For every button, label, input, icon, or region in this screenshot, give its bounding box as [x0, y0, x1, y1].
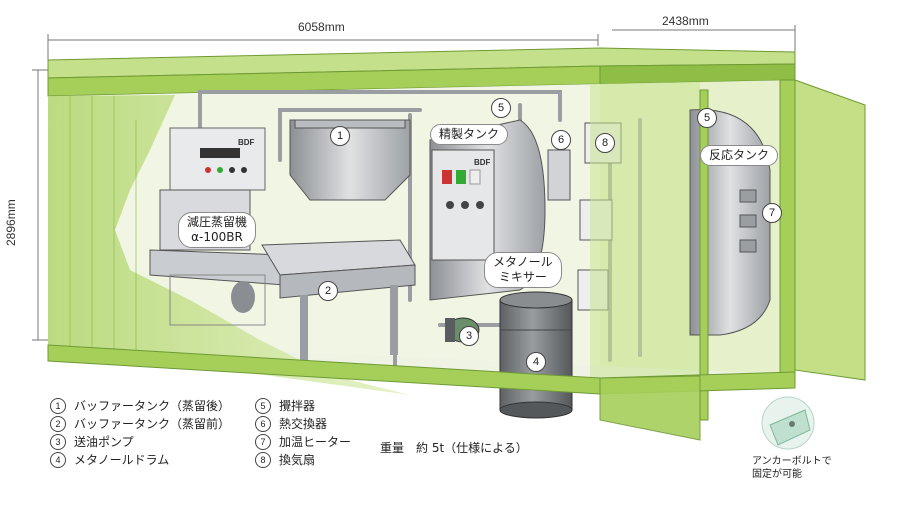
- legend-label: バッファータンク（蒸留前）: [74, 417, 231, 431]
- legend-item: 4 メタノールドラム: [50, 451, 230, 469]
- container-roof: [47, 47, 796, 97]
- marker-6: 6: [551, 130, 571, 150]
- anchor-bolt-note: アンカーボルトで 固定が可能: [752, 455, 832, 481]
- legend-label: 換気扇: [279, 453, 316, 467]
- legend-item: 6 熱交換器: [255, 415, 351, 433]
- left-wall-cutaway: [48, 95, 410, 395]
- methanol-mixer-line1: メタノール: [493, 255, 553, 269]
- anchor-note-line2: 固定が可能: [752, 469, 802, 480]
- marker-2: 2: [318, 281, 338, 301]
- weight-note: 重量 約 5t（仕様による）: [380, 441, 528, 455]
- anchor-note-line1: アンカーボルトで: [752, 456, 832, 467]
- width-dimension: 2438mm: [662, 14, 709, 28]
- buffer-tank-2: [261, 239, 416, 365]
- legend-left: 1 バッファータンク（蒸留後） 2 バッファータンク（蒸留前） 3 送油ポンプ …: [50, 397, 230, 469]
- distiller-name: 減圧蒸留機: [187, 215, 248, 229]
- legend-number: 6: [255, 416, 271, 432]
- marker-7: 7: [762, 203, 782, 223]
- legend-number: 7: [255, 434, 271, 450]
- distiller-panel-logo: BDF: [238, 138, 255, 147]
- length-dimension: 6058mm: [298, 20, 345, 34]
- legend-number: 4: [50, 452, 66, 468]
- marker-5-reaction: 5: [697, 108, 717, 128]
- heat-exchanger: [547, 149, 571, 201]
- methanol-mixer-line2: ミキサー: [498, 270, 547, 284]
- legend-label: 加温ヒーター: [279, 435, 352, 449]
- anchor-bolt-detail: [761, 396, 815, 450]
- legend-item: 7 加温ヒーター: [255, 433, 351, 451]
- legend-label: 送油ポンプ: [74, 435, 134, 449]
- legend-number: 5: [255, 398, 271, 414]
- legend-label: 攪拌器: [279, 399, 316, 413]
- right-wall-cutaway: [590, 82, 700, 380]
- methanol-mixer-callout: メタノール ミキサー: [484, 252, 562, 288]
- legend-number: 2: [50, 416, 66, 432]
- height-dimension: 2896mm: [4, 199, 18, 246]
- legend-number: 1: [50, 398, 66, 414]
- distiller-control-panel: [169, 127, 266, 191]
- refine-tank-callout: 精製タンク: [430, 124, 509, 145]
- distiller-callout: 減圧蒸留機 α-100BR: [178, 212, 257, 248]
- marker-3: 3: [459, 326, 479, 346]
- legend-label: 熱交換器: [279, 417, 328, 431]
- marker-5-mixer: 5: [491, 98, 511, 118]
- legend-label: バッファータンク（蒸留後）: [74, 399, 231, 413]
- marker-8: 8: [595, 133, 615, 153]
- marker-1: 1: [330, 126, 350, 146]
- marker-4: 4: [526, 352, 546, 372]
- legend-item: 5 攪拌器: [255, 397, 351, 415]
- container-base: [47, 344, 796, 441]
- distiller-model: α-100BR: [191, 230, 243, 244]
- legend-number: 8: [255, 452, 271, 468]
- legend-item: 2 バッファータンク（蒸留前）: [50, 415, 230, 433]
- reaction-tank-callout: 反応タンク: [700, 145, 779, 166]
- legend-number: 3: [50, 434, 66, 450]
- legend-item: 8 換気扇: [255, 451, 351, 469]
- legend-item: 1 バッファータンク（蒸留後）: [50, 397, 230, 415]
- legend-right: 5 攪拌器 6 熱交換器 7 加温ヒーター 8 換気扇: [255, 397, 351, 469]
- refine-panel-logo: BDF: [474, 158, 491, 167]
- dimension-lines: [32, 25, 796, 341]
- container-door: [699, 79, 866, 421]
- buffer-tank-1: [289, 119, 411, 201]
- legend-label: メタノールドラム: [74, 453, 170, 467]
- legend-item: 3 送油ポンプ: [50, 433, 230, 451]
